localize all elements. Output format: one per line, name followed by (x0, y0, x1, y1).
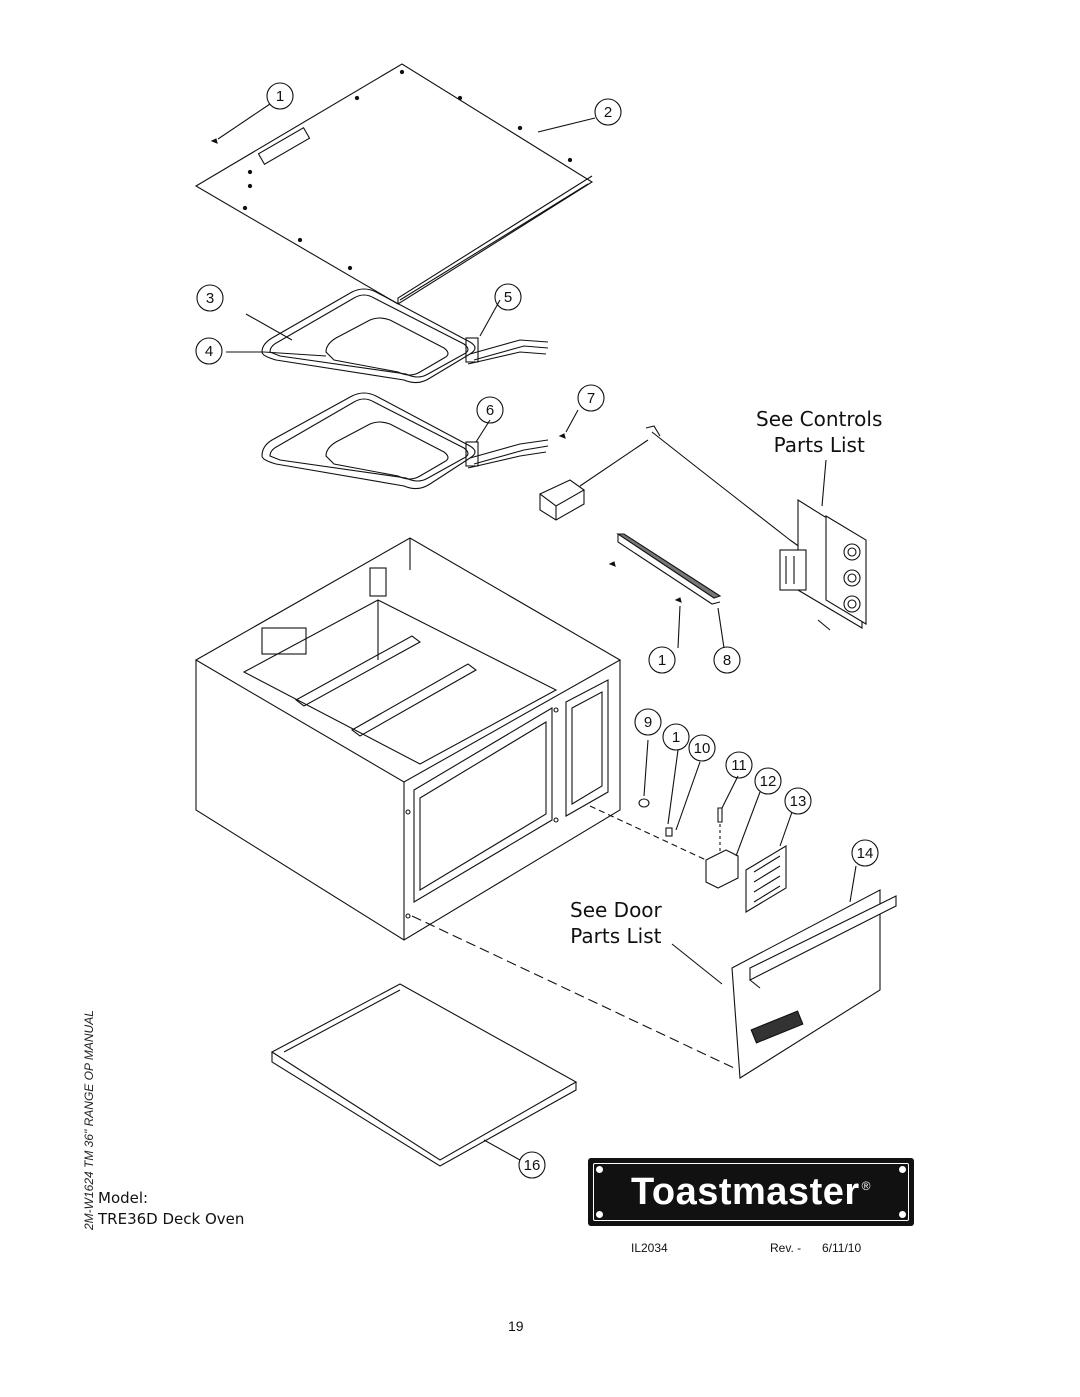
page-number: 19 (508, 1318, 524, 1334)
callout-markers (195, 82, 879, 1179)
callout-14 (851, 839, 879, 867)
callout-label-5: 5 (504, 289, 512, 306)
revision-label: Rev. - (770, 1241, 802, 1255)
callout-label-6: 6 (486, 402, 494, 419)
callout-13 (784, 787, 812, 815)
model-label: Model: (98, 1189, 149, 1207)
model-block: Model: TRE36D Deck Oven (98, 1188, 244, 1230)
callout-label-1: 1 (672, 729, 680, 746)
control-panel-assembly (538, 425, 867, 631)
callout-12 (754, 767, 782, 795)
registered-mark: ® (861, 1178, 871, 1193)
see-controls-line2: Parts List (773, 433, 865, 457)
logo-screw (596, 1166, 603, 1173)
callout-label-2: 2 (604, 104, 612, 121)
see-controls-line1: See Controls (756, 407, 883, 431)
lower-heating-element (261, 392, 549, 490)
callout-label-11: 11 (731, 757, 747, 774)
logo-text: Toastmaster® (630, 1170, 871, 1213)
see-door-note: See Door Parts List (570, 897, 662, 949)
callout-label-8: 8 (723, 652, 731, 669)
callout-9 (634, 708, 662, 736)
callout-11 (725, 751, 753, 779)
toastmaster-logo: Toastmaster® (588, 1158, 914, 1226)
see-door-line1: See Door (570, 898, 662, 922)
callout-1-top (266, 82, 294, 110)
callout-6 (476, 396, 504, 424)
callout-label-1: 1 (276, 88, 284, 105)
logo-screw (596, 1211, 603, 1218)
callout-label-12: 12 (760, 773, 777, 790)
callout-label-1: 1 (658, 652, 666, 669)
callout-4 (195, 337, 223, 365)
screw-part-1-top (210, 103, 271, 144)
see-door-line2: Parts List (570, 924, 662, 948)
oven-door (731, 865, 897, 1079)
callout-3 (196, 284, 224, 312)
bottom-tray (270, 983, 578, 1167)
callout-label-9: 9 (644, 714, 652, 731)
manual-side-label: 2M-W1624 TM 36" RANGE OP MANUAL (82, 1010, 96, 1230)
upper-heating-element (261, 288, 549, 384)
callout-label-10: 10 (694, 740, 711, 757)
vent-strip (608, 533, 725, 649)
callout-label-13: 13 (790, 793, 807, 810)
callout-16 (518, 1151, 546, 1179)
callout-label-14: 14 (857, 845, 874, 862)
model-name: TRE36D Deck Oven (98, 1210, 245, 1228)
top-panel (194, 63, 594, 305)
callout-2 (594, 98, 622, 126)
callout-1-vent (648, 646, 676, 674)
callout-1-small (662, 723, 690, 751)
logo-screw (899, 1211, 906, 1218)
callout-labels: 1 2 3 4 5 6 7 1 8 9 1 10 11 12 13 14 16 (205, 88, 874, 1174)
callout-label-7: 7 (587, 390, 595, 407)
callout-10 (688, 734, 716, 762)
callout-7 (577, 384, 605, 412)
callout-label-4: 4 (205, 343, 213, 360)
logo-border (593, 1163, 909, 1221)
callout-label-3: 3 (206, 290, 214, 307)
revision-date: 6/11/10 (822, 1241, 862, 1255)
drawing-number: IL2034 (631, 1241, 668, 1255)
callout-label-16: 16 (524, 1157, 541, 1174)
callout-5 (494, 283, 522, 311)
see-controls-note: See Controls Parts List (756, 406, 882, 458)
small-parts (638, 739, 793, 913)
callout-8 (713, 646, 741, 674)
logo-screw (899, 1166, 906, 1173)
oven-body (194, 537, 622, 941)
